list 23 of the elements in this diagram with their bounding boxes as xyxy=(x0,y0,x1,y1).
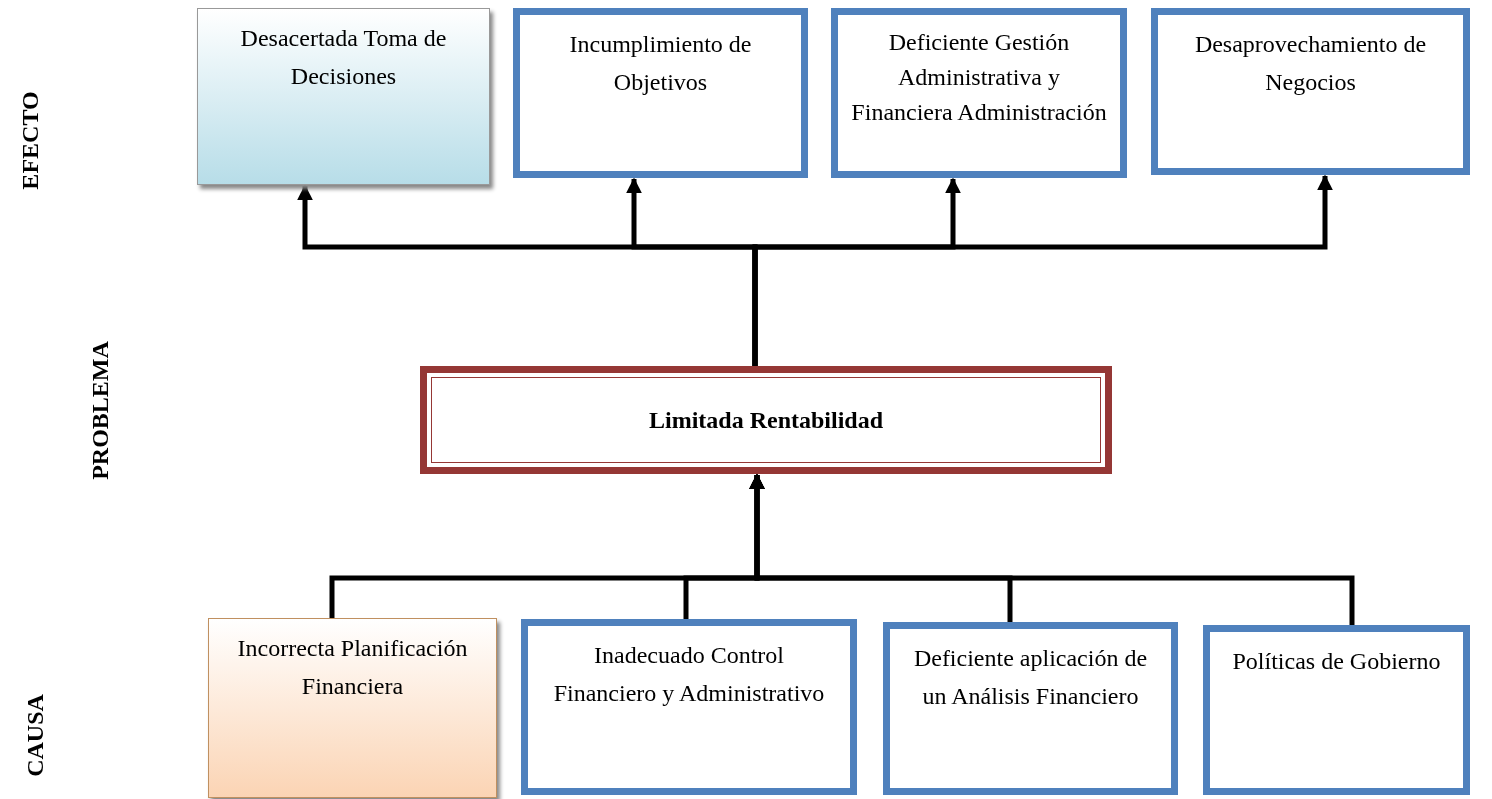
cause-box xyxy=(521,619,857,795)
section-label: PROBLEMA xyxy=(86,340,114,480)
effect-box xyxy=(831,8,1127,178)
cause-box xyxy=(1203,625,1470,795)
box-text: Inadecuado Control Financiero y Administrativo xyxy=(552,641,826,709)
box-text: Incorrecta Planificación Financiera xyxy=(236,634,469,702)
problem-text: Limitada Rentabilidad xyxy=(648,405,883,435)
box-text: Desaprovechamiento de Negocios xyxy=(1193,30,1428,98)
box-text: Deficiente aplicación de un Análisis Financiero xyxy=(912,644,1149,712)
effect-box xyxy=(197,8,490,185)
box-text: Incumplimiento de Objetivos xyxy=(568,30,753,98)
effect-box xyxy=(513,8,808,178)
arrow xyxy=(749,473,1355,625)
arrow xyxy=(752,174,1333,366)
effect-box xyxy=(1151,8,1470,175)
problem-box xyxy=(420,366,1112,474)
box-text: Políticas de Gobierno xyxy=(1231,647,1442,676)
section-label: CAUSA xyxy=(21,693,49,777)
box-text: Desacertada Toma de Decisiones xyxy=(239,24,448,92)
section-label: EFECTO xyxy=(16,90,44,190)
cause-box xyxy=(883,622,1178,795)
cause-box xyxy=(208,618,497,798)
box-text: Deficiente Gestión Administrativa y Financiera Administración xyxy=(850,28,1108,127)
